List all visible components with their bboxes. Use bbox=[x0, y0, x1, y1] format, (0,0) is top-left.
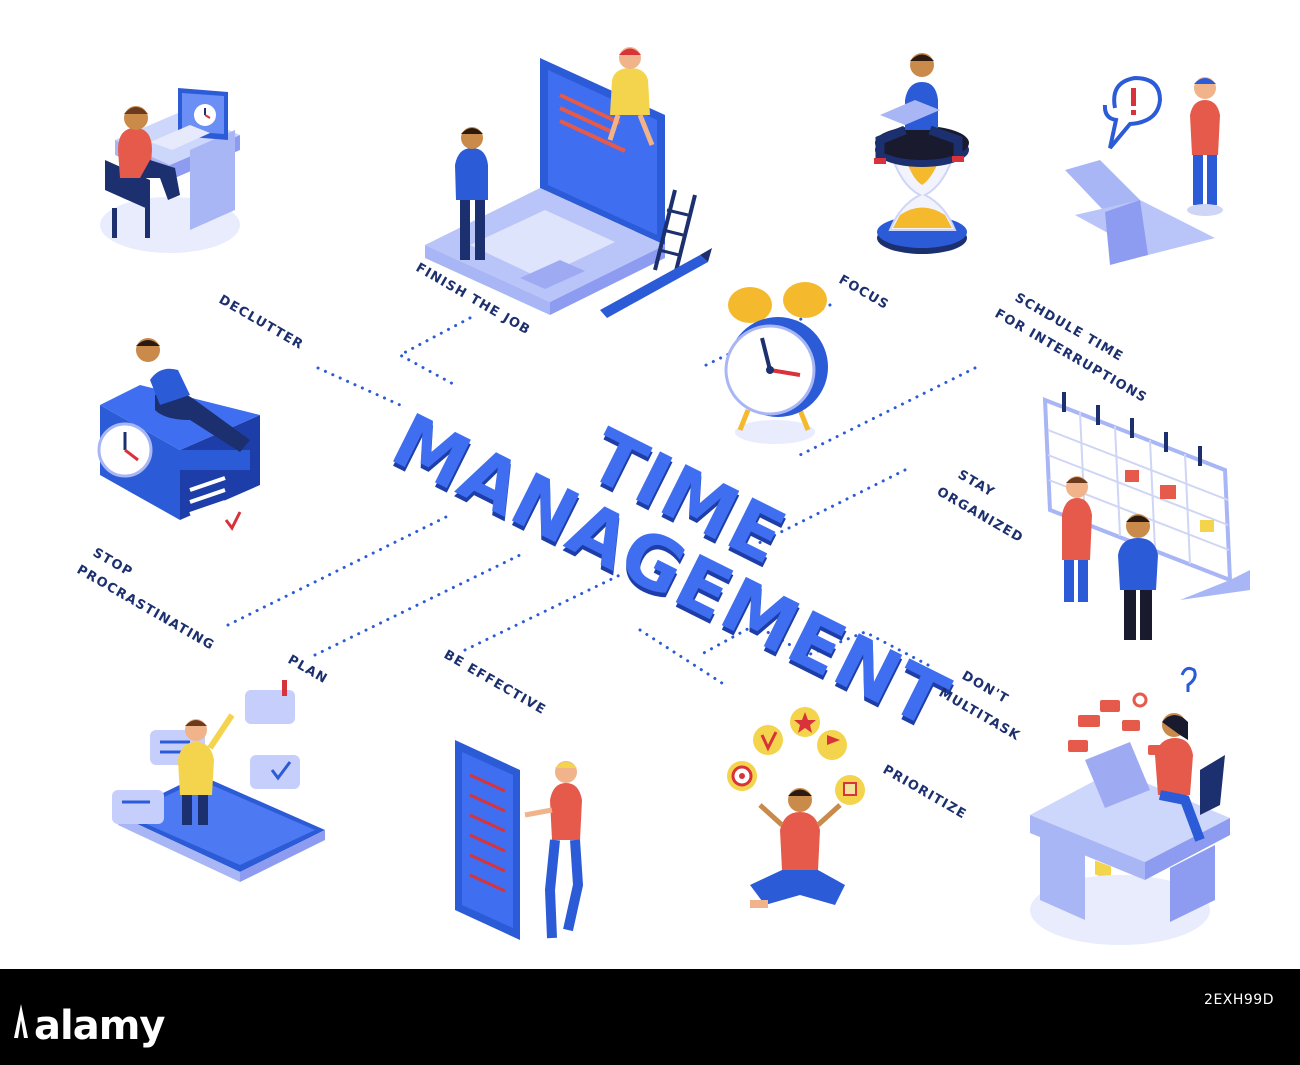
connector-declutter bbox=[316, 366, 402, 407]
title-group: TIME TIME MANAGEMENT MANAGEMENT bbox=[379, 397, 961, 750]
label-declutter: DECLUTTER bbox=[216, 292, 306, 353]
illustration-alarm-clock bbox=[724, 282, 828, 444]
alamy-logo-icon bbox=[14, 1004, 28, 1038]
connector-stop bbox=[226, 513, 452, 627]
illustration-multitask bbox=[1030, 666, 1230, 945]
connector-prioritize bbox=[638, 628, 727, 687]
connector-finish-job bbox=[396, 316, 472, 387]
illustration-be-effective bbox=[455, 740, 584, 940]
illustration-calendar bbox=[1042, 392, 1250, 881]
label-plan: PLAN bbox=[285, 652, 330, 687]
illustration-focus bbox=[874, 53, 969, 254]
connector-plan bbox=[313, 553, 522, 657]
illustration-interruptions bbox=[1065, 75, 1223, 265]
image-id: 2EXH99D bbox=[1204, 992, 1274, 1008]
label-stop-line2: PROCRASTINATING bbox=[74, 562, 217, 653]
label-prioritize: PRIORITIZE bbox=[880, 762, 969, 822]
label-be-effective: BE EFFECTIVE bbox=[441, 647, 548, 718]
illustration-prioritize bbox=[727, 707, 865, 908]
alamy-logo: alamy bbox=[34, 1003, 165, 1049]
watermark-footer bbox=[0, 969, 1300, 1065]
label-focus: FOCUS bbox=[836, 272, 891, 313]
illustration-plan bbox=[112, 680, 325, 882]
illustration-declutter bbox=[100, 88, 240, 253]
illustration-stop-procrastinating bbox=[97, 338, 260, 531]
connector-interruptions bbox=[798, 366, 977, 457]
illustration-finish-job bbox=[425, 47, 712, 318]
connector-multitask bbox=[698, 623, 930, 667]
